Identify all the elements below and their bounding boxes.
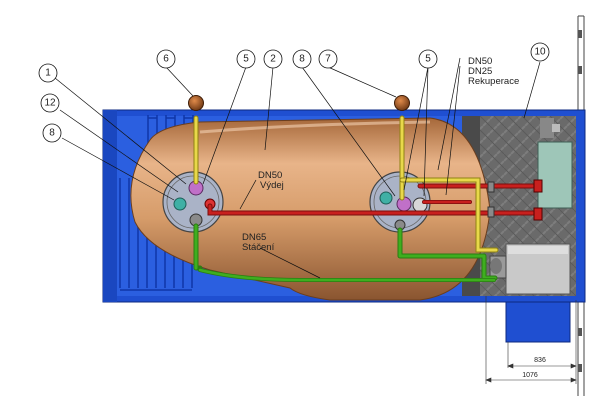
leader-lines xyxy=(54,57,541,279)
label-dn25: DN25 xyxy=(468,66,492,77)
container-extension xyxy=(505,301,571,343)
knob-7 xyxy=(394,95,410,111)
dimension-1076: 1076 xyxy=(522,372,538,379)
callout-8-right-label: 8 xyxy=(299,54,305,65)
dimension-836: 836 xyxy=(534,357,546,364)
dimension-lines xyxy=(485,296,577,384)
rear-wall xyxy=(103,110,117,302)
callout-8-left: 8 xyxy=(42,123,62,143)
label-dn65: DN65 xyxy=(242,232,266,243)
callout-7: 7 xyxy=(318,49,338,69)
callout-5-left-label: 5 xyxy=(243,54,249,65)
callout-2-label: 2 xyxy=(270,54,276,65)
label-dn50-vydej-size: DN50 xyxy=(258,170,282,181)
callout-2: 2 xyxy=(263,49,283,69)
pipe-yellow xyxy=(193,115,499,253)
label-dn50-top: DN50 xyxy=(468,56,492,67)
label-vydej: Výdej xyxy=(260,180,284,191)
callout-10: 10 xyxy=(530,42,550,62)
callout-10-label: 10 xyxy=(534,47,546,58)
callout-1: 1 xyxy=(38,63,58,83)
callout-12-label: 12 xyxy=(44,98,56,109)
knob-6 xyxy=(188,95,204,111)
callout-7-label: 7 xyxy=(325,54,331,65)
callout-6-label: 6 xyxy=(163,54,169,65)
valves xyxy=(487,179,543,221)
label-staceni: Stáčení xyxy=(242,242,275,253)
callout-12: 12 xyxy=(40,93,60,113)
callout-8-right: 8 xyxy=(292,49,312,69)
pipe-green-staceni xyxy=(193,223,498,282)
manhole-left xyxy=(162,171,224,233)
callout-5-right: 5 xyxy=(418,49,438,69)
callout-6: 6 xyxy=(156,49,176,69)
right-frame xyxy=(577,15,585,396)
callout-1-label: 1 xyxy=(45,68,51,79)
label-rekuperace: Rekuperace xyxy=(468,76,519,87)
callout-8-left-label: 8 xyxy=(49,128,55,139)
callout-5-right-label: 5 xyxy=(425,54,431,65)
callout-5-left: 5 xyxy=(236,49,256,69)
